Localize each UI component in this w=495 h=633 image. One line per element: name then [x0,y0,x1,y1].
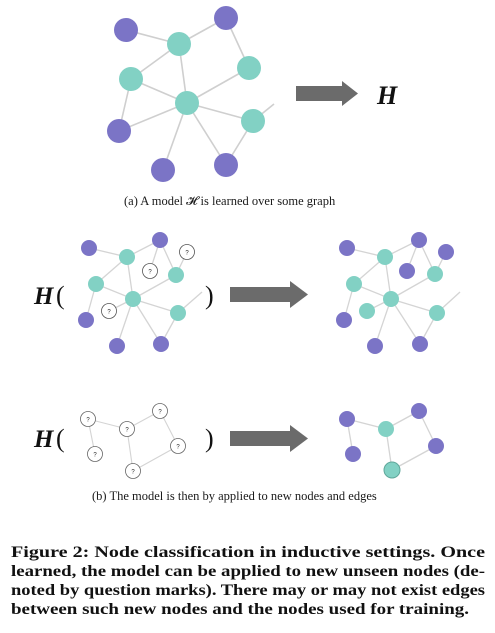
graph-node [383,291,399,307]
arrow-a [296,81,358,106]
graph-node [88,276,104,292]
unknown-node: ? [142,263,158,279]
caption-b: (b) The model is then by applied to new … [92,489,377,503]
graph-node [378,421,394,437]
graph-node [339,240,355,256]
graph-node [152,232,168,248]
figure-caption: Figure 2: Node classification in inducti… [11,544,485,618]
graph-node [346,276,362,292]
graph-node [81,240,97,256]
svg-text:?: ? [148,270,152,276]
graph-b2-input: ? ? ? ? ? ? [80,403,186,479]
unknown-node: ? [179,244,195,260]
graph-b1-output [336,232,461,354]
graph-node [377,249,393,265]
unknown-node: ? [119,421,135,437]
svg-text:?: ? [176,445,180,451]
graph-node [427,266,443,282]
figure-caption-line: between such new nodes and the nodes use… [11,601,469,618]
svg-text:?: ? [86,418,90,424]
svg-text:?: ? [158,410,162,416]
paren-open-b1: ( [56,281,65,310]
graph-node [114,18,138,42]
unknown-node: ? [152,403,168,419]
svg-text:?: ? [185,251,189,257]
graph-node [119,249,135,265]
graph-node [153,336,169,352]
model-symbol-b1: H [33,283,55,310]
graph-a [107,6,275,182]
graph-b2-output [339,403,444,479]
graph-node [214,6,238,30]
graph-node [429,305,445,321]
graph-node [428,438,444,454]
figure-caption-line: noted by question marks). There may or m… [11,582,485,599]
graph-node [411,232,427,248]
graph-node [78,312,94,328]
svg-text:?: ? [107,310,111,316]
graph-node [168,267,184,283]
graph-node [383,461,401,479]
arrow-b2 [230,425,308,452]
graph-node [336,312,352,328]
model-symbol-b2: H [33,426,55,453]
arrow-b1 [230,281,308,308]
unknown-node: ? [87,446,103,462]
paren-close-b1: ) [205,281,214,310]
svg-text:?: ? [125,428,129,434]
graph-node [170,305,186,321]
graph-node [151,158,175,182]
caption-a: (a) A model 𝓗 is learned over some graph [124,194,336,208]
unknown-node: ? [101,303,117,319]
graph-node [167,32,191,56]
figure-caption-line: Figure 2: Node classification in inducti… [11,544,485,561]
graph-node [237,56,261,80]
unknown-node: ? [125,463,141,479]
graph-node [214,153,238,177]
graph-node [109,338,125,354]
unknown-node: ? [80,411,96,427]
graph-node [411,403,427,419]
graph-node [438,244,454,260]
graph-node [119,67,143,91]
graph-node [339,411,355,427]
graph-node [345,446,361,462]
graph-node [241,109,265,133]
model-symbol-a: H [376,81,398,110]
graph-node [399,263,415,279]
paren-open-b2: ( [56,424,65,453]
svg-text:?: ? [93,453,97,459]
graph-node [412,336,428,352]
graph-node [107,119,131,143]
paren-close-b2: ) [205,424,214,453]
graph-node [359,303,375,319]
unknown-node: ? [170,438,186,454]
figure-caption-line: learned, the model can be applied to new… [11,563,485,580]
graph-node [125,291,141,307]
graph-node [367,338,383,354]
graph-b1-input: ? ? ? [78,232,203,354]
graph-node [175,91,199,115]
svg-text:?: ? [131,470,135,476]
